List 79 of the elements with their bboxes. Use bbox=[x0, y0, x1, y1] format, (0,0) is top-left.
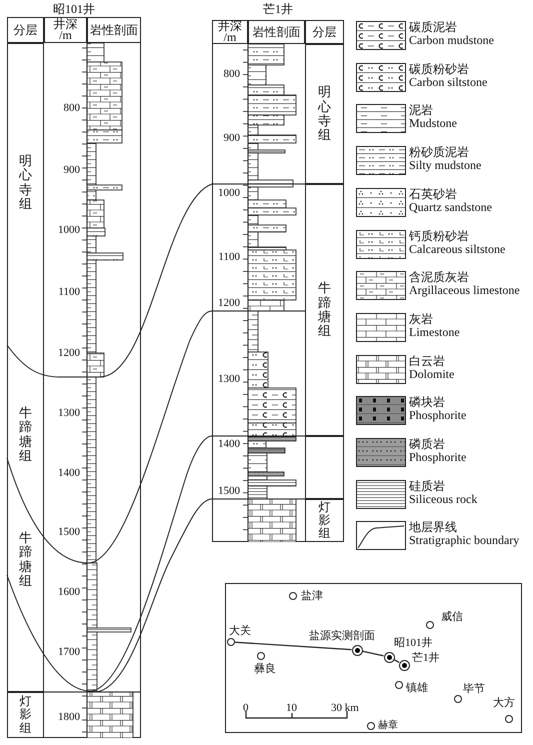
formation-label: 灯影组 bbox=[318, 500, 330, 540]
formation-label: 牛蹄塘组 bbox=[19, 531, 32, 588]
depth-label: 1800 bbox=[57, 711, 80, 723]
header-cell bbox=[44, 17, 87, 43]
legend-label: 泥岩 Mudstone bbox=[409, 104, 458, 130]
place-label: 大方 bbox=[493, 697, 515, 709]
scale-label: 10 bbox=[286, 702, 297, 714]
legend-label: 粉砂质泥岩 Silty mudstone bbox=[409, 146, 482, 172]
depth-label: 1400 bbox=[217, 438, 240, 450]
legend-label: 白云岩 Dolomite bbox=[409, 354, 456, 381]
depth-label: 1500 bbox=[217, 485, 240, 497]
depth-label: 900 bbox=[62, 164, 80, 176]
formation-label: 明心寺组 bbox=[19, 154, 32, 212]
empty-cell bbox=[305, 436, 344, 499]
well-name: 芒1井 bbox=[262, 2, 294, 16]
town-marker bbox=[227, 638, 235, 646]
well-location-marker bbox=[352, 644, 362, 656]
depth-label: 1200 bbox=[57, 347, 80, 359]
place-label: 威信 bbox=[441, 611, 463, 623]
formation-label: 灯影组 bbox=[20, 695, 32, 735]
legend-label: 磷块岩 Phosphorite bbox=[409, 396, 468, 422]
place-label: 昭101井 bbox=[394, 637, 432, 649]
place-label: 镇雄 bbox=[406, 682, 428, 694]
depth-label: 900 bbox=[222, 132, 240, 144]
depth-label: 1500 bbox=[57, 526, 80, 538]
well-name: 昭101井 bbox=[52, 2, 96, 16]
depth-label: 1200 bbox=[217, 297, 240, 309]
legend-label: 硅质岩 Siliceous rock bbox=[409, 480, 478, 506]
legend-label: 磷质岩 Phosphorite bbox=[409, 438, 468, 464]
place-label: 赫章 bbox=[378, 720, 398, 731]
column-header: 井深 /m bbox=[52, 19, 78, 41]
depth-label: 1600 bbox=[57, 586, 80, 598]
place-label: 大关 bbox=[229, 625, 251, 637]
legend-label: 地层界线 Stratigraphic boundary bbox=[409, 521, 520, 548]
legend-label: 碳质泥岩 Carbon mudstone bbox=[409, 21, 495, 47]
place-label: 彝良 bbox=[254, 663, 276, 675]
depth-label: 1300 bbox=[217, 373, 240, 385]
column-header: 岩性剖面 bbox=[252, 26, 300, 38]
scale-label: 0 bbox=[243, 702, 248, 714]
depth-label: 1300 bbox=[57, 407, 80, 419]
depth-label: 1100 bbox=[217, 251, 240, 263]
header-cell bbox=[7, 17, 44, 43]
section-line bbox=[362, 650, 384, 656]
legend-label: 灰岩 Limestone bbox=[409, 312, 461, 339]
depth-label: 800 bbox=[62, 102, 80, 114]
place-label: 毕节 bbox=[463, 683, 485, 695]
formation-label: 牛蹄塘组 bbox=[318, 281, 331, 339]
header-cell bbox=[248, 20, 305, 44]
header-cell bbox=[305, 20, 344, 44]
depth-label: 1000 bbox=[217, 187, 240, 199]
place-label: 盐津 bbox=[301, 590, 323, 602]
depth-label: 1700 bbox=[57, 646, 80, 658]
legend-label: 含泥质灰岩 Argillaceous limestone bbox=[409, 271, 521, 298]
formation-label: 明心寺组 bbox=[318, 85, 331, 143]
legend-label: 碳质粉砂岩 Carbon siltstone bbox=[409, 62, 488, 89]
depth-label: 1400 bbox=[57, 467, 80, 479]
depth-label: 1000 bbox=[57, 224, 80, 236]
well-location-marker bbox=[384, 652, 394, 662]
place-label: 芒1井 bbox=[412, 652, 440, 664]
formation-cell bbox=[305, 184, 344, 436]
formation-cell bbox=[7, 43, 44, 692]
scale-label: 30 km bbox=[331, 702, 359, 714]
formation-label: 牛蹄塘组 bbox=[19, 406, 32, 464]
header-cell bbox=[212, 20, 248, 44]
formation-cell bbox=[305, 44, 344, 184]
depth-label: 800 bbox=[222, 68, 240, 80]
legend-label: 钙质粉砂岩 Calcareous siltstone bbox=[409, 230, 506, 256]
well-location-marker bbox=[398, 660, 410, 670]
formation-cell bbox=[305, 499, 344, 542]
column-header: 井深 /m bbox=[217, 21, 243, 43]
legend-label: 石英砂岩 Quartz sandstone bbox=[409, 188, 493, 214]
column-header: 岩性剖面 bbox=[90, 24, 138, 36]
section-line bbox=[234, 642, 352, 650]
header-cell bbox=[87, 17, 141, 43]
formation-cell bbox=[7, 692, 44, 738]
column-header: 分层 bbox=[14, 24, 38, 36]
place-label: 盐源实测剖面 bbox=[309, 630, 375, 642]
depth-label: 1100 bbox=[57, 286, 80, 298]
column-header: 分层 bbox=[312, 26, 336, 38]
